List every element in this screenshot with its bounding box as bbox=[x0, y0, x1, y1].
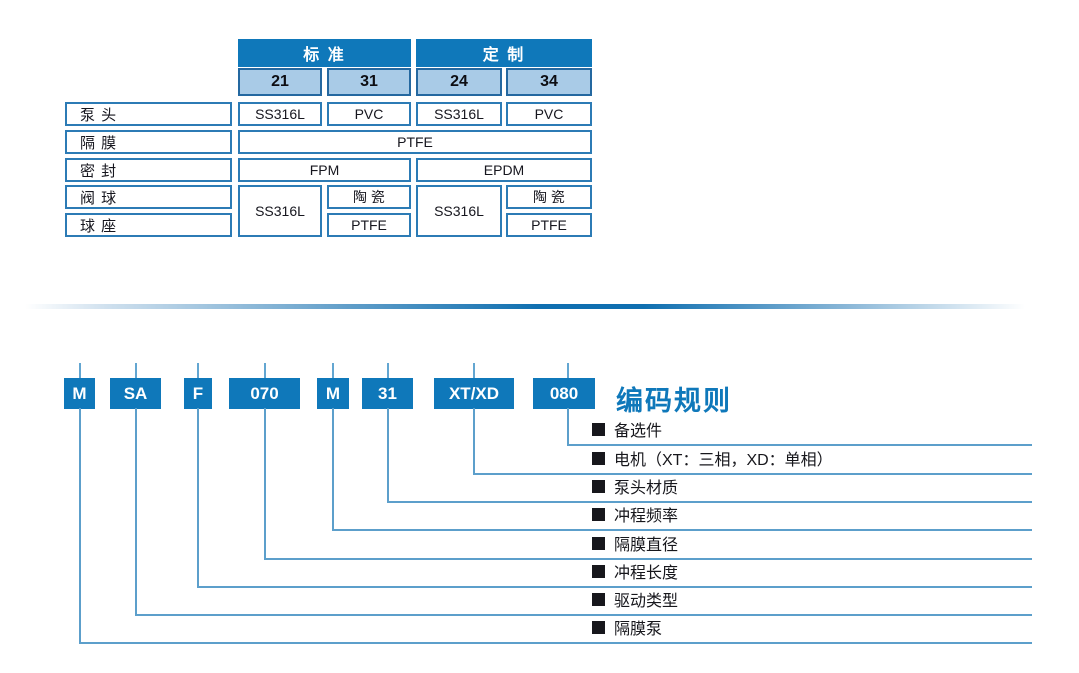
connector-vline bbox=[473, 408, 475, 473]
connector-hline bbox=[567, 444, 1032, 446]
bullet-square-icon bbox=[592, 422, 605, 436]
connector-vline bbox=[264, 408, 266, 558]
bullet-square-icon bbox=[592, 479, 605, 493]
connector-hline bbox=[473, 473, 1032, 475]
section-divider bbox=[25, 304, 1056, 309]
row-label-diaphragm: 隔 膜 bbox=[65, 130, 232, 154]
legend-item-stroke-frequency: 冲程频率 bbox=[592, 503, 678, 525]
code-segment-drive-type: SA bbox=[110, 378, 161, 409]
connector-vline bbox=[387, 408, 389, 501]
legend-label: 隔膜直径 bbox=[614, 537, 679, 554]
code-segment-diaphragm-diameter: 070 bbox=[229, 378, 300, 409]
cell-valve-merged-24: SS316L bbox=[416, 185, 502, 237]
code-tick bbox=[387, 363, 389, 378]
legend-label: 电机（XT：三相，XD：单相） bbox=[614, 452, 833, 469]
legend-item-drive-type: 驱动类型 bbox=[592, 588, 678, 610]
bullet-square-icon bbox=[592, 451, 605, 465]
cell-valve-ball-34: 陶 瓷 bbox=[506, 185, 592, 209]
cell-valve-merged-21: SS316L bbox=[238, 185, 322, 237]
bullet-square-icon bbox=[592, 564, 605, 578]
code-segment-pump-type: M bbox=[64, 378, 95, 409]
code-segment-stroke-frequency: M bbox=[317, 378, 349, 409]
connector-hline bbox=[135, 614, 1032, 616]
legend-label: 泵头材质 bbox=[614, 480, 679, 497]
col-code-24: 24 bbox=[416, 68, 502, 96]
connector-vline bbox=[79, 408, 81, 642]
legend-label: 驱动类型 bbox=[614, 593, 679, 610]
code-tick bbox=[197, 363, 199, 378]
connector-hline bbox=[79, 642, 1032, 644]
legend-item-head-material: 泵头材质 bbox=[592, 475, 678, 497]
legend-item-diaphragm-pump: 隔膜泵 bbox=[592, 616, 662, 638]
row-label-ball-seat: 球 座 bbox=[65, 213, 232, 237]
legend-item-motor: 电机（XT：三相，XD：单相） bbox=[592, 447, 833, 469]
legend-item-diaphragm-diameter: 隔膜直径 bbox=[592, 532, 678, 554]
row-label-seal: 密 封 bbox=[65, 158, 232, 182]
cell-seal-custom: EPDM bbox=[416, 158, 592, 182]
legend-label: 冲程频率 bbox=[614, 508, 679, 525]
code-tick bbox=[135, 363, 137, 378]
legend-label: 隔膜泵 bbox=[614, 621, 663, 638]
connector-vline bbox=[332, 408, 334, 529]
connector-vline bbox=[567, 408, 569, 444]
column-group-standard: 标 准 bbox=[238, 39, 411, 67]
connector-hline bbox=[332, 529, 1032, 531]
legend-item-stroke-length: 冲程长度 bbox=[592, 560, 678, 582]
connector-vline bbox=[135, 408, 137, 614]
connector-hline bbox=[264, 558, 1032, 560]
bullet-square-icon bbox=[592, 536, 605, 550]
code-segment-stroke-length: F bbox=[184, 378, 212, 409]
column-group-custom: 定 制 bbox=[416, 39, 592, 67]
row-label-pump-head: 泵 头 bbox=[65, 102, 232, 126]
bullet-square-icon bbox=[592, 592, 605, 606]
code-tick bbox=[332, 363, 334, 378]
code-tick bbox=[473, 363, 475, 378]
code-tick bbox=[79, 363, 81, 378]
legend-label: 冲程长度 bbox=[614, 565, 679, 582]
legend-item-options: 备选件 bbox=[592, 418, 662, 440]
connector-hline bbox=[197, 586, 1032, 588]
cell-pump-head-34: PVC bbox=[506, 102, 592, 126]
col-code-34: 34 bbox=[506, 68, 592, 96]
legend-label: 备选件 bbox=[614, 423, 663, 440]
coding-title: 编码规则 bbox=[616, 386, 732, 416]
code-segment-options: 080 bbox=[533, 378, 595, 409]
cell-seal-standard: FPM bbox=[238, 158, 411, 182]
cell-pump-head-31: PVC bbox=[327, 102, 411, 126]
code-tick bbox=[264, 363, 266, 378]
code-segment-motor: XT/XD bbox=[434, 378, 514, 409]
cell-ball-seat-34: PTFE bbox=[506, 213, 592, 237]
col-code-21: 21 bbox=[238, 68, 322, 96]
bullet-square-icon bbox=[592, 620, 605, 634]
col-code-31: 31 bbox=[327, 68, 411, 96]
cell-pump-head-21: SS316L bbox=[238, 102, 322, 126]
bullet-square-icon bbox=[592, 507, 605, 521]
cell-pump-head-24: SS316L bbox=[416, 102, 502, 126]
cell-diaphragm-all: PTFE bbox=[238, 130, 592, 154]
connector-vline bbox=[197, 408, 199, 586]
connector-hline bbox=[387, 501, 1032, 503]
code-tick bbox=[567, 363, 569, 378]
code-segment-head-material: 31 bbox=[362, 378, 413, 409]
cell-valve-ball-31: 陶 瓷 bbox=[327, 185, 411, 209]
cell-ball-seat-31: PTFE bbox=[327, 213, 411, 237]
row-label-valve-ball: 阀 球 bbox=[65, 185, 232, 209]
